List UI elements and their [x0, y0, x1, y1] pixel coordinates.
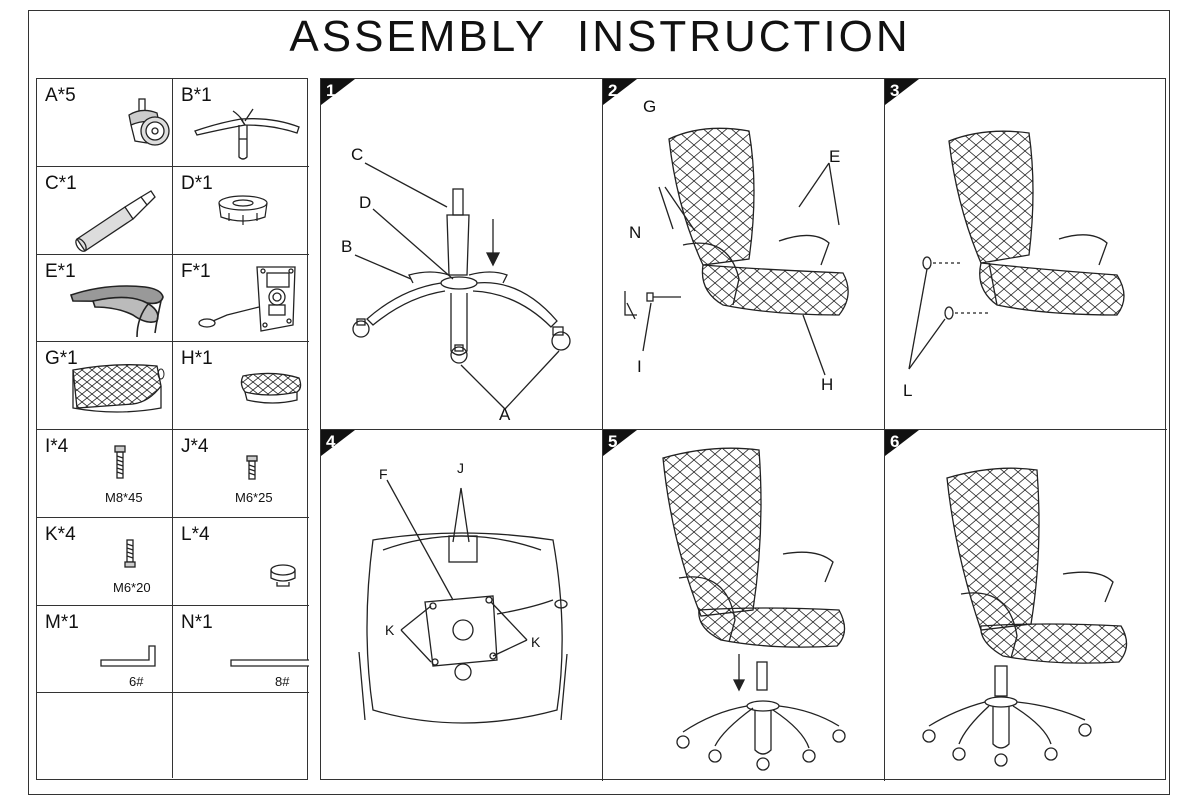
- part-label: C*1: [45, 172, 77, 194]
- callout-label: A: [499, 405, 511, 424]
- callout-label: G: [643, 97, 657, 116]
- step-number-badge: 6: [885, 430, 919, 456]
- bolt-m8-icon: [114, 445, 126, 479]
- part-label: F*1: [181, 260, 211, 282]
- part-cell-f: F*1: [173, 255, 309, 343]
- part-cell-empty: [173, 693, 309, 778]
- part-label: N*1: [181, 611, 213, 633]
- part-cell-i: I*4 M8*45: [37, 430, 173, 518]
- part-cell-e: E*1: [37, 254, 173, 343]
- bolt-m6-20-icon: [124, 539, 136, 568]
- part-cell-l: L*4: [173, 518, 309, 606]
- step-number-badge: 3: [885, 79, 919, 105]
- part-cell-n: N*1 8#: [173, 606, 309, 694]
- part-cell-j: J*4 M6*25: [173, 430, 309, 518]
- part-label: G*1: [45, 348, 78, 370]
- gas-lift-icon: [75, 189, 156, 252]
- step-1-base-assembly: [352, 162, 571, 410]
- step-5-base-insertion: [662, 447, 846, 771]
- step-number-badge: 5: [603, 430, 637, 456]
- callout-label: B: [341, 237, 353, 256]
- part-spec: 8#: [275, 673, 290, 689]
- part-cell-g: G*1: [37, 342, 173, 430]
- part-label: D*1: [181, 172, 213, 194]
- armrest-pair-icon: [69, 284, 164, 337]
- hex-key-small-icon: [100, 644, 156, 667]
- callout-label: K: [385, 622, 395, 638]
- page-frame: [28, 10, 1170, 795]
- backrest-icon: [72, 364, 165, 413]
- plug-cap-icon: [270, 564, 296, 587]
- part-label: L*4: [181, 523, 210, 545]
- part-label: H*1: [181, 348, 213, 370]
- part-label: B*1: [181, 85, 212, 106]
- part-cell-a: A*5: [37, 79, 173, 167]
- callout-label: I: [637, 357, 642, 376]
- step-4-mechanism-assembly: [358, 479, 568, 724]
- mechanism-plate-icon: [198, 265, 296, 332]
- callout-label: K: [531, 634, 541, 650]
- step-3-panel: 3 L: [885, 79, 1167, 430]
- page-title: ASSEMBLY INSTRUCTION: [289, 12, 911, 61]
- base-star-icon: [194, 108, 300, 160]
- part-spec: M6*20: [113, 579, 151, 595]
- callout-label: L: [903, 381, 913, 400]
- part-cell-b: B*1: [173, 79, 309, 167]
- step-2-panel: 2: [603, 79, 885, 430]
- step-4-panel: 4 F J K K: [321, 430, 603, 781]
- part-spec: M8*45: [105, 490, 143, 505]
- callout-label: H: [821, 375, 834, 394]
- step-6-panel: 6: [885, 430, 1167, 781]
- step-2-seat-assembly: [624, 127, 849, 376]
- part-spec: 6#: [129, 673, 144, 689]
- part-cell-empty: [37, 693, 173, 779]
- step-number-badge: 1: [321, 79, 355, 105]
- part-label: J*4: [181, 436, 209, 457]
- steps-grid: 1: [320, 78, 1167, 781]
- step-6-finished-chair: [922, 467, 1128, 767]
- callout-label: F: [379, 466, 388, 482]
- part-label: A*5: [45, 85, 76, 106]
- hex-key-large-icon: [230, 658, 309, 667]
- caster-wheel-icon: [128, 98, 170, 146]
- step-1-panel: 1: [321, 79, 603, 430]
- part-label: I*4: [45, 436, 69, 457]
- step-5-panel: 5: [603, 430, 885, 781]
- part-cell-m: M*1 6#: [37, 605, 173, 694]
- callout-label: N: [629, 223, 642, 242]
- part-cell-c: C*1: [37, 166, 173, 255]
- seat-cushion-icon: [240, 373, 302, 404]
- part-cell-k: K*4 M6*20: [37, 517, 173, 606]
- part-label: E*1: [45, 260, 76, 282]
- part-label: M*1: [45, 611, 79, 633]
- part-cell-h: H*1: [173, 342, 309, 430]
- part-cell-d: D*1: [173, 167, 309, 255]
- step-3-caps-assembly: [908, 130, 1125, 370]
- step-number-badge: 2: [603, 79, 637, 105]
- step-number-badge: 4: [321, 430, 355, 456]
- part-spec: M6*25: [235, 490, 273, 505]
- part-label: K*4: [45, 523, 76, 545]
- callout-label: E: [829, 147, 841, 166]
- callout-label: J: [457, 460, 464, 476]
- bolt-m6-25-icon: [246, 455, 258, 480]
- callout-label: C: [351, 145, 364, 164]
- callout-label: D: [359, 193, 372, 212]
- parts-list: A*5 B*1 C*1: [36, 78, 309, 780]
- cover-ring-icon: [218, 195, 268, 225]
